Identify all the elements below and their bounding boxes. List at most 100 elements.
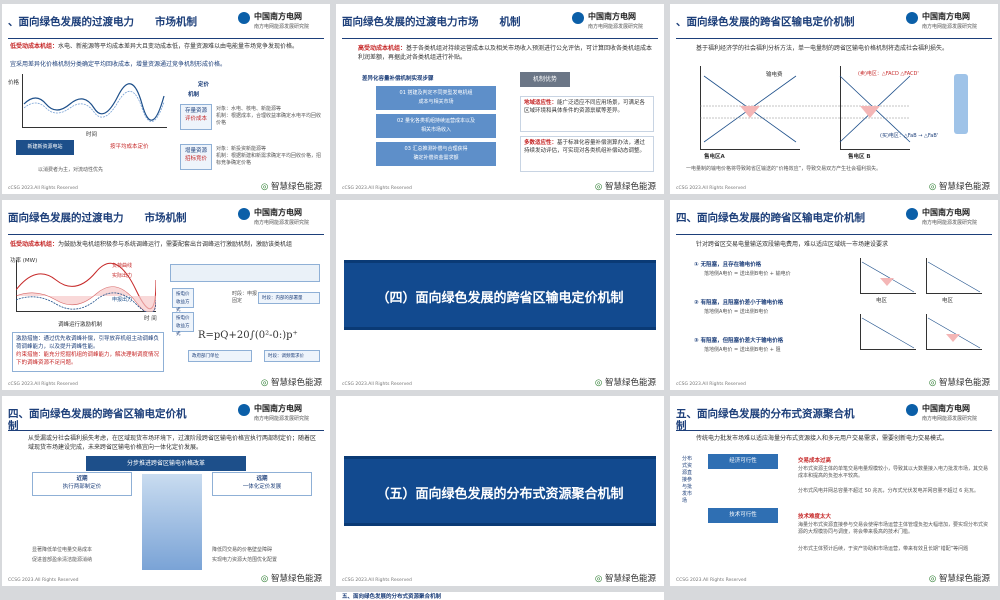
advantage-2-title: 多数适应性：: [524, 140, 558, 146]
region-a-label: 电区: [876, 298, 888, 304]
near-title: 近期: [76, 476, 88, 482]
advantage-2-text: 基于标准化容量补偿测算办法，通过持续发动评估，可实现对各类机组补偿动态调整。: [524, 140, 646, 154]
case-chart-lines: [861, 261, 981, 349]
slide-title: 、面向绿色发展的过渡电力 市场机制: [8, 16, 197, 28]
logo-sub: 南方电网能源发展研究院: [254, 220, 310, 226]
flow-step-3: 03 汇总推测补偿与合理获得 确定补偿资金需求额: [376, 142, 496, 166]
slide-footer: cCSG 2023.All Rights Reserved: [342, 186, 412, 191]
logo-sub: 南方电网能源发展研究院: [922, 220, 978, 226]
stock-sub: 评价成本: [184, 116, 207, 122]
side-label: 分布式资源直接参与批发市场: [682, 456, 693, 504]
slide-9[interactable]: 五、面向绿色发展的分布式资源聚合机 制 中国南方电网 南方电网能源发展研究院 传…: [670, 396, 998, 586]
case-2-text: 落地侧A电价 = 送出侧B电价: [704, 309, 769, 315]
chart-y-label: 价格: [8, 80, 20, 86]
brand-mark: 智慧绿色能源: [929, 572, 990, 584]
far-title: 远期: [256, 476, 268, 482]
brand-mark: 智慧绿色能源: [261, 376, 322, 388]
slide-3[interactable]: 、面向绿色发展的跨省区输电定价机制 中国南方电网 南方电网能源发展研究院 基于福…: [670, 4, 998, 194]
case-3-text: 落地侧A电价 = 送出侧B电价 + 阻: [704, 347, 781, 353]
slide-title-line2: 制: [8, 420, 19, 432]
stock-title: 存量资源: [184, 108, 207, 114]
price-chart: [23, 83, 165, 122]
transmission-fee-label: 输电费: [766, 72, 783, 78]
next-row-title: 五、面向绿色发展的分布式资源聚合机制: [342, 594, 442, 600]
slide-7[interactable]: 四、面向绿色发展的跨省区输电定价机 制 中国南方电网 南方电网能源发展研究院 从…: [2, 396, 330, 586]
brand-mark: 智慧绿色能源: [261, 572, 322, 584]
logo-name: 中国南方电网: [922, 208, 970, 217]
slide-title-line2: 制: [676, 420, 687, 432]
box-b: 按电价收益方式: [172, 312, 194, 337]
slide-8[interactable]: （五）面向绿色发展的分布式资源聚合机制 cCSG 2023.All Rights…: [336, 396, 664, 586]
region-b-label: 电区: [942, 298, 954, 304]
brand-mark: 智慧绿色能源: [595, 180, 656, 192]
slide-header: 面向绿色发展的过渡电力 市场机制 中国南方电网 南方电网能源发展研究院: [8, 206, 324, 234]
flow-step-1: 01 搭建及判定不同类型发电机组 成本与相关市场: [376, 86, 496, 110]
lead-text: 水电、新能源等平均成本差异大且变动成本低，存量资源难以由电能量市场竞争发现价格。: [58, 43, 299, 50]
csg-logo-icon: [906, 404, 918, 416]
slide-4[interactable]: 面向绿色发展的过渡电力 市场机制 中国南方电网 南方电网能源发展研究院 低受动成…: [2, 200, 330, 390]
slide-6[interactable]: 四、面向绿色发展的跨省区输电定价机制 中国南方电网 南方电网能源发展研究院 针对…: [670, 200, 998, 390]
buyer-loss-label: (买)电区：△FaB → △FaB': [880, 133, 939, 139]
logo-sub: 南方电网能源发展研究院: [922, 24, 978, 30]
intro-text: 传统电力批发市场难以适应海量分布式资源接入和多元用户交易需求，需要创新电力交易模…: [696, 435, 949, 442]
slide-2[interactable]: 面向绿色发展的过渡电力市场 机制 中国南方电网 南方电网能源发展研究院 高受动成…: [336, 4, 664, 194]
pricing-label: 定价: [198, 82, 210, 88]
new-title: 增量资源: [184, 148, 207, 154]
slide-footer: cCSG 2023.All Rights Reserved: [342, 578, 412, 583]
next-row-slide: 五、面向绿色发展的分布式资源聚合机制: [336, 592, 664, 600]
far-term-card: 远期 一体化定价发展: [212, 472, 312, 496]
peak-chart-axes: [16, 260, 156, 312]
csg-logo: 中国南方电网 南方电网能源发展研究院: [906, 206, 990, 232]
region-a-axes: [700, 66, 800, 150]
box-c: 时段：申报 固定: [232, 291, 258, 304]
box-a: 按电价收益方式: [172, 288, 194, 313]
intro-text: 基于福利经济学的社会福利分析方法，单一电量制的跨省区输电价格机制将造成社会福利损…: [696, 45, 949, 52]
far-bullet-1: 降低同交易的价格壁垒障碍: [212, 547, 273, 553]
bottom-right-tag: 按平均成本定价: [110, 144, 149, 150]
slide-1[interactable]: 、面向绿色发展的过渡电力 市场机制 中国南方电网 南方电网能源发展研究院 低受动…: [2, 4, 330, 194]
revenue-formula: R=pQ+20∫(0²-0:)p⁺: [198, 330, 298, 341]
box-e: 政府部门单位: [188, 350, 252, 362]
note-text: 一电量制的输电价格将导致跨省区输送的“价格效应”，导致交易双方产生社会福利损失。: [686, 166, 882, 172]
csg-logo-icon: [906, 208, 918, 220]
logo-sub: 南方电网能源发展研究院: [588, 24, 644, 30]
card-1-text: 分布式资源主体的单笔交易电量规模较小，导致其以大数量接入电力批发市场，其交易成本…: [798, 466, 989, 479]
near-bullet-2: 促进首部盈余清洁能源消纳: [32, 557, 93, 563]
csg-logo: 中国南方电网 南方电网能源发展研究院: [238, 10, 322, 36]
slide-footer: cCSG 2023.All Rights Reserved: [676, 186, 746, 191]
chart-caption: 调峰运行激励机制: [58, 322, 103, 328]
region-b-label: 售电区 B: [848, 154, 871, 160]
stock-text: 对象：水电、核电、新能源等 机制：根据成本，合理收益率确定水电平均回收价格: [216, 106, 322, 126]
section-banner: （五）面向绿色发展的分布式资源聚合机制: [344, 456, 656, 526]
slide-footer: cCSG 2023.All Rights Reserved: [342, 382, 412, 387]
slide-header: 、面向绿色发展的过渡电力 市场机制 中国南方电网 南方电网能源发展研究院: [8, 10, 324, 38]
legend-load: 负荷曲线: [112, 263, 133, 269]
csg-logo: 中国南方电网 南方电网能源发展研究院: [238, 402, 322, 428]
case-1-text: 落地侧A电价 = 送出侧B电价 + 输电价: [704, 271, 791, 277]
stock-resource-card: 存量资源 评价成本: [180, 104, 212, 130]
slide-footer: cCSG 2023.All Rights Reserved: [8, 186, 78, 191]
lead-text: 基于各类机组对持续运营成本以及相关市场收入预测进行公允评估，可计算回收各类机组成…: [358, 45, 653, 61]
case-chart-a: [860, 258, 916, 294]
logo-name: 中国南方电网: [922, 12, 970, 21]
card-2-text: 海量分布式资源直接参与交易会使得市场运营主体管理负担大幅增加，要实现分布式资源的…: [798, 522, 989, 535]
brand-mark: 智慧绿色能源: [595, 572, 656, 584]
slide-footer: CCSG 2023.All Rights Reserved: [8, 578, 79, 583]
header-rule: [676, 430, 992, 431]
transformer-icon: [954, 74, 968, 134]
section-banner-title: （四）面向绿色发展的跨省区输电定价机制: [376, 291, 624, 306]
header-rule: [676, 234, 992, 235]
mechanism-band: [170, 264, 320, 282]
case-chart-d: [926, 314, 982, 350]
header-rule: [8, 430, 324, 431]
csg-logo-icon: [906, 12, 918, 24]
csg-logo-icon: [238, 404, 250, 416]
transmission-welfare-diagram: [700, 75, 911, 143]
csg-logo-icon: [238, 208, 250, 220]
brand-mark: 智慧绿色能源: [595, 376, 656, 388]
bottom-left-tag: 新建新资源电站: [16, 140, 74, 155]
slide-5[interactable]: （四）面向绿色发展的跨省区输电定价机制 cCSG 2023.All Rights…: [336, 200, 664, 390]
header-rule: [8, 38, 324, 39]
chart-y-label: 功率 (MW): [10, 258, 38, 264]
